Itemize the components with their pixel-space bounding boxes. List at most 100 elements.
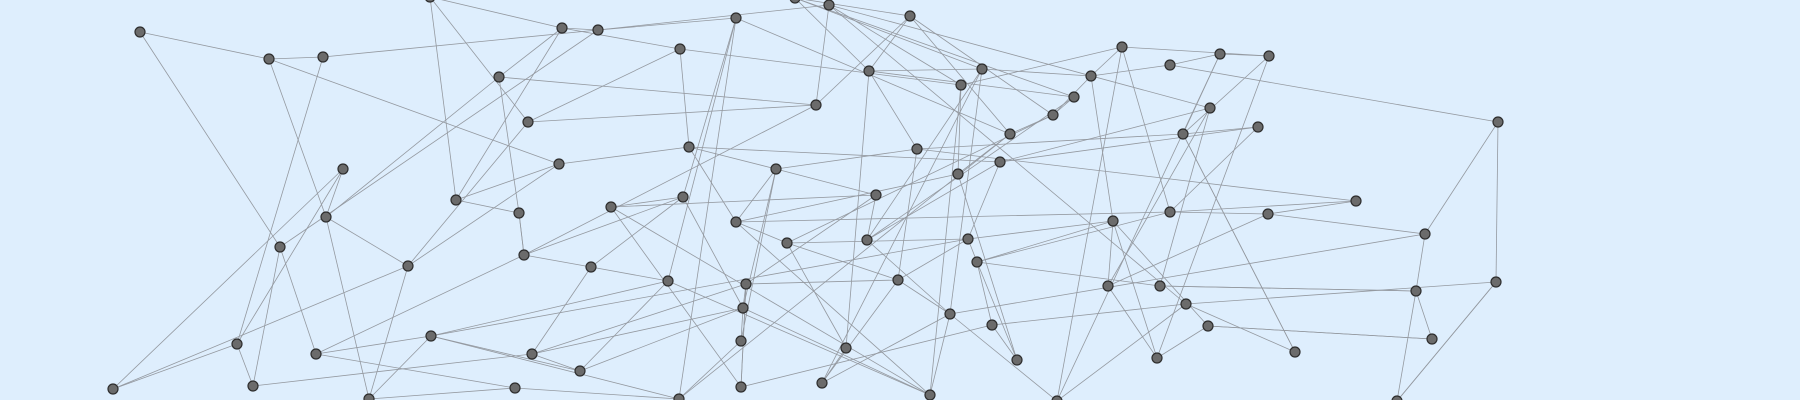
graph-edge bbox=[1056, 46, 1123, 400]
graph-edge bbox=[786, 242, 847, 349]
graph-edge bbox=[957, 84, 962, 175]
graph-edge bbox=[1156, 325, 1209, 359]
graph-edge bbox=[976, 220, 1114, 263]
graph-edge bbox=[1156, 55, 1270, 359]
graph-edge bbox=[407, 163, 560, 267]
graph-node bbox=[1011, 354, 1023, 366]
graph-edge bbox=[929, 313, 951, 396]
graph-edge bbox=[897, 279, 951, 315]
graph-edge bbox=[981, 68, 1092, 77]
graph-edge bbox=[868, 68, 983, 72]
graph-edge bbox=[682, 17, 737, 198]
graph-edge bbox=[1415, 233, 1426, 292]
graph-node bbox=[674, 43, 686, 55]
graph-edge bbox=[828, 4, 1211, 109]
graph-node bbox=[450, 194, 462, 206]
graph-edge bbox=[960, 46, 1123, 86]
graph-edge bbox=[1090, 64, 1171, 77]
graph-edge bbox=[236, 343, 254, 387]
graph-edge bbox=[1495, 121, 1499, 283]
graph-edge bbox=[679, 48, 690, 148]
graph-edge bbox=[967, 161, 1001, 240]
graph-edge bbox=[1107, 285, 1158, 359]
graph-edge bbox=[325, 168, 344, 218]
graph-edge bbox=[735, 221, 931, 396]
graph-node bbox=[1177, 128, 1189, 140]
graph-node bbox=[1004, 128, 1016, 140]
graph-edge bbox=[590, 196, 684, 268]
graph-node bbox=[861, 234, 873, 246]
graph-node bbox=[1426, 333, 1438, 345]
graph-edge bbox=[821, 313, 951, 384]
graph-edge bbox=[1424, 121, 1499, 235]
graph-edge bbox=[430, 280, 669, 337]
graph-edge bbox=[518, 212, 525, 256]
graph-node bbox=[904, 10, 916, 22]
graph-edge bbox=[527, 104, 817, 123]
graph-edge bbox=[667, 280, 931, 396]
graph-node bbox=[1263, 50, 1275, 62]
graph-edge bbox=[735, 168, 777, 223]
graph-edge bbox=[916, 148, 1357, 202]
graph-edge bbox=[579, 307, 744, 372]
graph-edge bbox=[1107, 220, 1114, 287]
graph-edge bbox=[740, 283, 747, 388]
graph-edge bbox=[610, 206, 931, 396]
graph-edge bbox=[139, 31, 281, 248]
graph-edge bbox=[828, 4, 962, 86]
graph-edge bbox=[821, 279, 899, 384]
graph-node bbox=[1419, 228, 1431, 240]
graph-edge bbox=[112, 343, 238, 390]
graph-edge bbox=[909, 15, 1011, 135]
graph-node bbox=[816, 377, 828, 389]
graph-edge bbox=[745, 194, 877, 285]
graph-node bbox=[574, 365, 586, 377]
graph-edge bbox=[735, 221, 788, 244]
graph-node bbox=[518, 249, 530, 261]
graph-edge bbox=[236, 168, 344, 345]
graph-node bbox=[1068, 91, 1080, 103]
graph-node bbox=[994, 156, 1006, 168]
graph-edge bbox=[821, 68, 983, 384]
graph-edge bbox=[742, 307, 931, 396]
graph-node bbox=[493, 71, 505, 83]
graph-edge bbox=[828, 4, 1187, 305]
graph-edge bbox=[845, 70, 870, 349]
graph-edge bbox=[1121, 46, 1171, 213]
graph-node bbox=[1350, 195, 1362, 207]
graph-node bbox=[683, 141, 695, 153]
graph-edge bbox=[815, 15, 911, 106]
graph-edge bbox=[1267, 200, 1357, 215]
graph-edge bbox=[1207, 325, 1433, 340]
graph-edge bbox=[597, 4, 830, 31]
graph-edge bbox=[279, 29, 599, 248]
graph-node bbox=[1047, 109, 1059, 121]
graph-node bbox=[425, 330, 437, 342]
graph-edge bbox=[523, 104, 817, 256]
graph-edge bbox=[1169, 64, 1499, 123]
graph-edge bbox=[866, 68, 983, 241]
graph-edge bbox=[1159, 285, 1417, 292]
graph-node bbox=[1164, 59, 1176, 71]
graph-edge bbox=[429, 0, 457, 201]
graph-edge bbox=[745, 279, 899, 285]
graph-edge bbox=[268, 56, 324, 60]
graph-edge bbox=[561, 27, 681, 50]
graph-node bbox=[863, 65, 875, 77]
graph-node bbox=[662, 275, 674, 287]
graph-node bbox=[673, 393, 685, 400]
graph-edge bbox=[976, 261, 1018, 361]
graph-edge bbox=[315, 353, 516, 389]
graph-edge bbox=[1219, 53, 1270, 57]
graph-edge bbox=[268, 58, 327, 218]
graph-edge bbox=[325, 76, 500, 218]
graph-edge bbox=[976, 261, 993, 326]
graph-edge bbox=[949, 68, 983, 315]
graph-node bbox=[1180, 298, 1192, 310]
graph-edge bbox=[678, 17, 737, 400]
graph-edge bbox=[1112, 220, 1209, 327]
graph-edge bbox=[531, 283, 747, 355]
graph-node bbox=[605, 201, 617, 213]
graph-edge bbox=[368, 387, 516, 400]
